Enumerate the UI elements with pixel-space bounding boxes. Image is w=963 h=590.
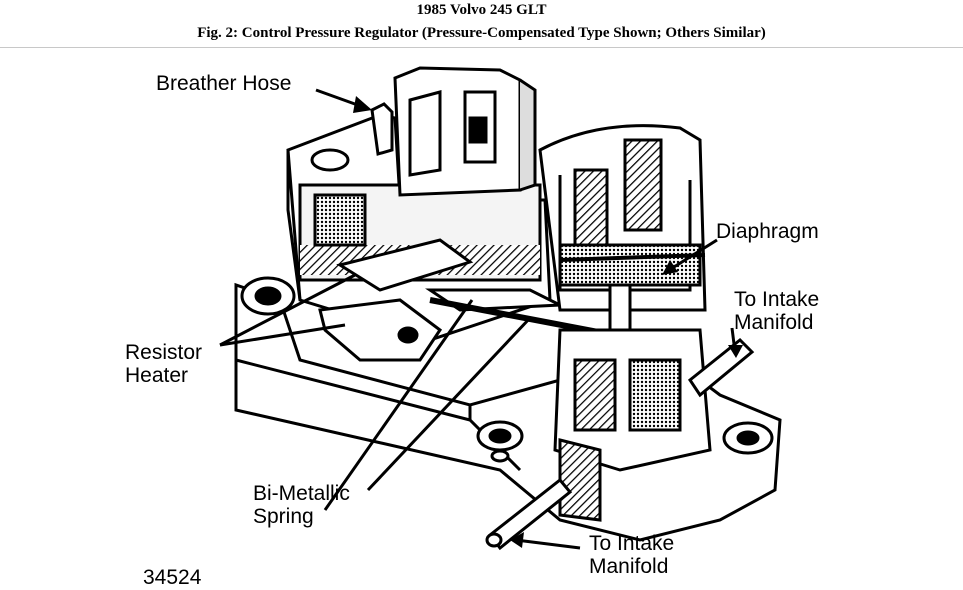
label-bimetallic-spring-line2: Spring <box>253 505 314 528</box>
heater-element <box>318 238 641 362</box>
label-diaphragm: Diaphragm <box>716 220 819 243</box>
label-breather-hose: Breather Hose <box>156 72 292 95</box>
figure-title: 1985 Volvo 245 GLT <box>416 2 547 18</box>
header-divider <box>0 47 963 48</box>
valve-body <box>553 328 712 522</box>
leader-arrowheads <box>353 96 743 548</box>
label-intake-manifold-bottom-line2: Manifold <box>589 555 669 578</box>
figure-number: 34524 <box>143 566 202 589</box>
electrical-connector <box>393 66 537 197</box>
diaphragm-housing <box>538 124 707 367</box>
figure-subtitle: Fig. 2: Control Pressure Regulator (Pres… <box>197 25 766 41</box>
label-intake-manifold-top-line2: Manifold <box>734 311 814 334</box>
label-resistor-heater-line2: Heater <box>125 364 189 387</box>
label-resistor-heater-line1: Resistor <box>125 341 203 364</box>
mounting-holes <box>240 276 774 463</box>
label-intake-manifold-bottom-line1: To Intake <box>589 532 675 555</box>
label-bimetallic-spring-line1: Bi-Metallic <box>253 482 350 505</box>
breather-nipple <box>370 102 394 156</box>
intake-tube-bottom <box>485 477 573 551</box>
label-intake-manifold-top-line1: To Intake <box>734 288 820 311</box>
